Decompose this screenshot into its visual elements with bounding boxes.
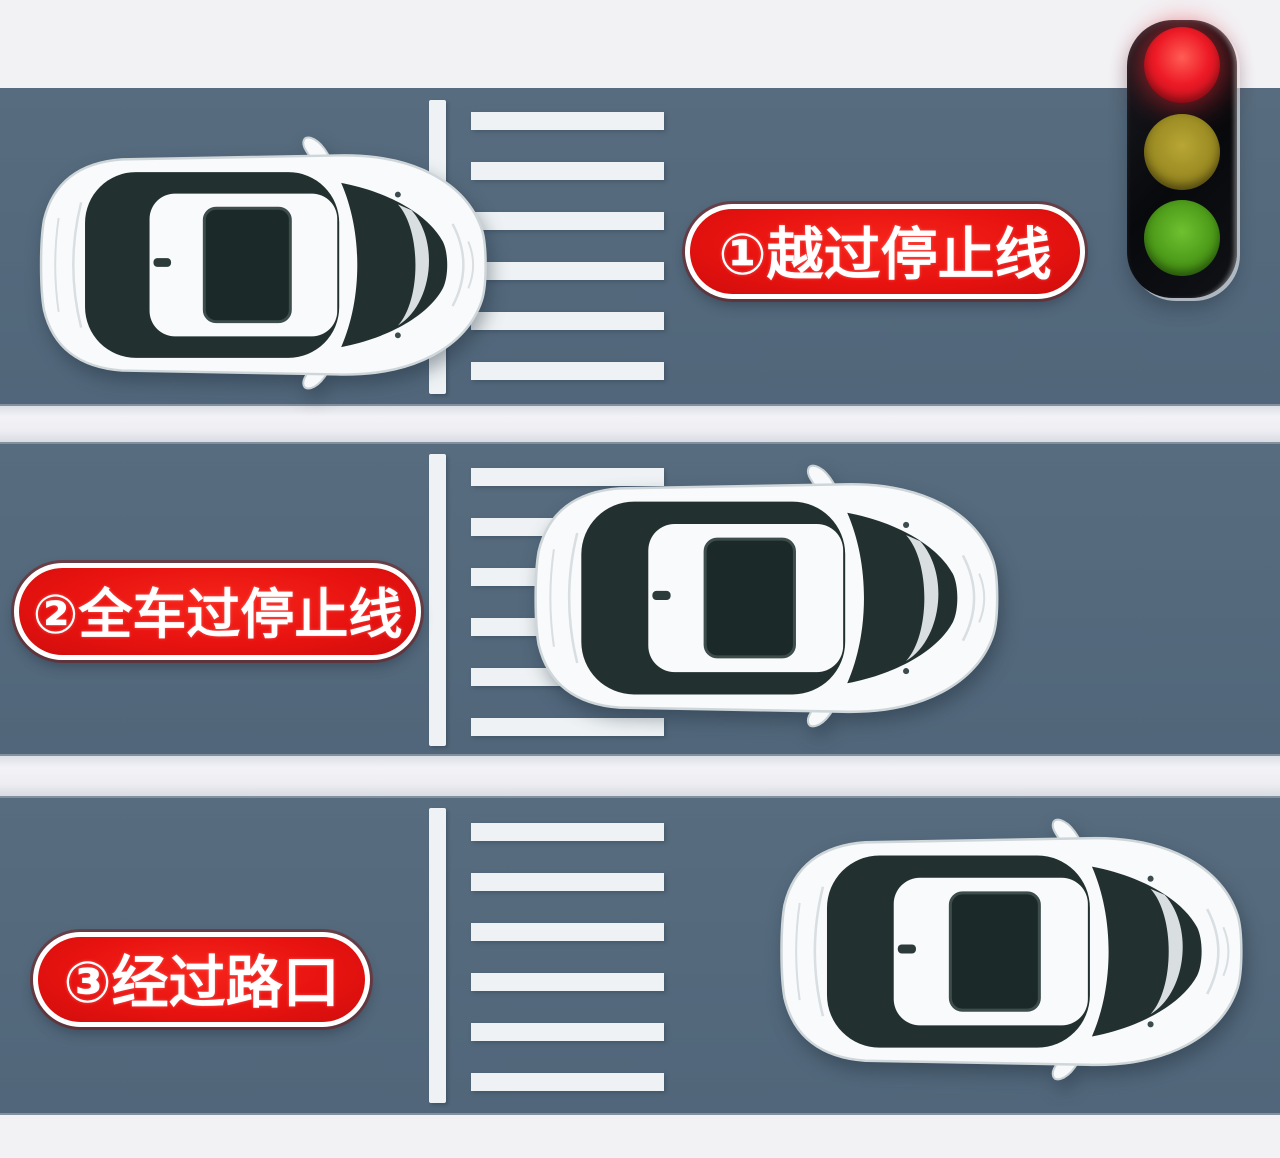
step-1-label-text: ①越过停止线	[718, 222, 1052, 287]
car-1-top-view	[26, 132, 496, 394]
step-1-label: ①越过停止线	[685, 204, 1085, 299]
yellow-light-icon	[1144, 114, 1220, 190]
step-3-label-text: ③经过路口	[63, 950, 340, 1015]
stop-line-2	[429, 454, 446, 746]
stop-line-3	[429, 808, 446, 1103]
zebra-crosswalk-1	[471, 112, 664, 380]
median-strip-1	[0, 404, 1280, 444]
step-2-label-text: ②全车过停止线	[32, 585, 403, 645]
top-road-shoulder	[0, 0, 1280, 90]
bottom-road-shoulder	[0, 1113, 1280, 1158]
median-strip-2	[0, 754, 1280, 798]
zebra-crosswalk-3	[471, 823, 664, 1091]
car-3-top-view	[766, 814, 1252, 1085]
red-light-icon	[1144, 27, 1220, 103]
step-2-label: ②全车过停止线	[14, 563, 421, 660]
car-2-top-view	[520, 460, 1008, 732]
green-light-icon	[1144, 200, 1220, 276]
step-3-label: ③经过路口	[33, 932, 370, 1027]
traffic-light	[1127, 20, 1237, 298]
